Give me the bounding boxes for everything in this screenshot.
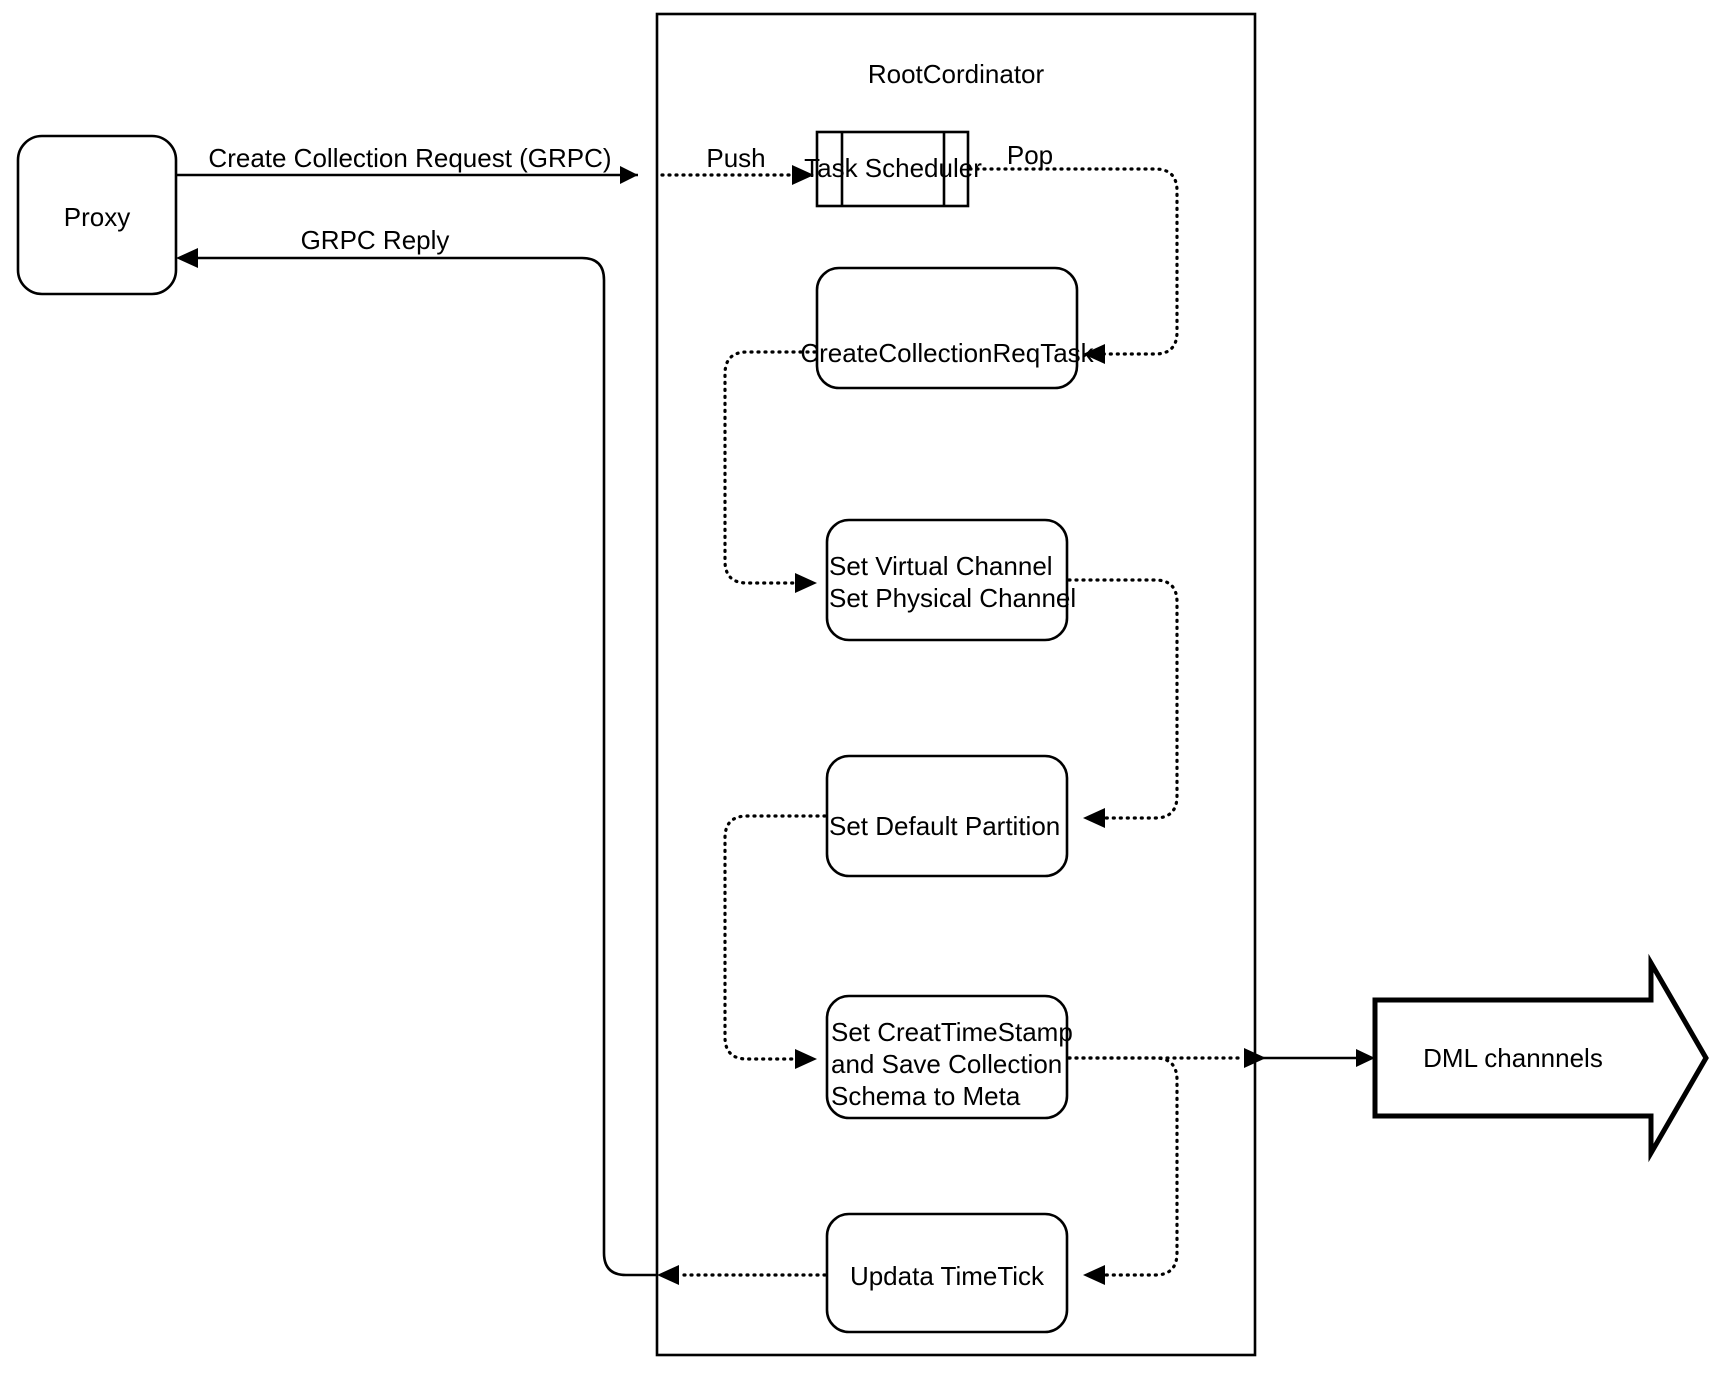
node-set-channels-label-line2: Set Physical Channel bbox=[829, 583, 1076, 613]
node-dml-channels-label: DML channnels bbox=[1423, 1043, 1603, 1073]
edge-set-timestamp-to-update-timetick-arrowhead bbox=[1083, 1265, 1105, 1285]
node-task-scheduler-label: Task Scheduler bbox=[804, 153, 982, 183]
edge-pop-arrowhead bbox=[1083, 344, 1105, 364]
node-set-channels[interactable] bbox=[825, 518, 1069, 642]
edge-pop-label: Pop bbox=[1007, 140, 1053, 170]
node-set-default-partition[interactable] bbox=[825, 754, 1069, 878]
edge-task-to-set-channels bbox=[723, 350, 817, 585]
node-set-default-partition-label: Set Default Partition bbox=[829, 811, 1060, 841]
edge-update-timetick-to-border-arrowhead bbox=[657, 1265, 679, 1285]
node-create-collection-req-task[interactable] bbox=[815, 266, 1079, 390]
edge-grpc-reply-label: GRPC Reply bbox=[301, 225, 450, 255]
edge-set-channels-to-default-partition bbox=[1067, 578, 1179, 820]
edge-create-collection-request-arrowhead bbox=[620, 166, 638, 184]
node-set-timestamp-save-schema-label-line2: and Save Collection bbox=[831, 1049, 1062, 1079]
edge-set-channels-to-default-partition-arrowhead bbox=[1083, 808, 1105, 828]
rootcordinator-label: RootCordinator bbox=[868, 59, 1045, 89]
edge-push-arrowhead bbox=[792, 165, 814, 185]
node-set-timestamp-save-schema-label-line3: Schema to Meta bbox=[831, 1081, 1021, 1111]
edge-set-timestamp-to-update-timetick bbox=[1067, 1056, 1179, 1277]
edge-default-partition-to-set-timestamp-arrowhead bbox=[795, 1049, 817, 1069]
node-create-collection-req-task-label: CreateCollectionReqTask bbox=[800, 338, 1094, 368]
node-set-timestamp-save-schema-label-line1: Set CreatTimeStamp bbox=[831, 1017, 1073, 1047]
node-update-timetick-label: Updata TimeTick bbox=[850, 1261, 1045, 1291]
node-proxy[interactable] bbox=[16, 134, 178, 296]
edge-set-timestamp-to-dml-arrowhead bbox=[1356, 1049, 1375, 1067]
rootcordinator-container bbox=[655, 12, 1257, 1357]
edge-grpc-reply-arrowhead bbox=[176, 248, 198, 268]
node-dml-channels[interactable] bbox=[1372, 953, 1709, 1163]
edge-create-collection-request-label: Create Collection Request (GRPC) bbox=[208, 143, 611, 173]
edge-grpc-reply bbox=[196, 256, 657, 1277]
node-set-timestamp-save-schema[interactable] bbox=[825, 994, 1069, 1120]
node-proxy-label: Proxy bbox=[64, 202, 130, 232]
node-set-channels-label-line1: Set Virtual Channel bbox=[829, 551, 1053, 581]
edge-task-to-set-channels-arrowhead bbox=[795, 573, 817, 593]
node-update-timetick[interactable] bbox=[825, 1212, 1069, 1334]
edge-default-partition-to-set-timestamp bbox=[723, 814, 827, 1061]
edge-push-label: Push bbox=[706, 143, 765, 173]
